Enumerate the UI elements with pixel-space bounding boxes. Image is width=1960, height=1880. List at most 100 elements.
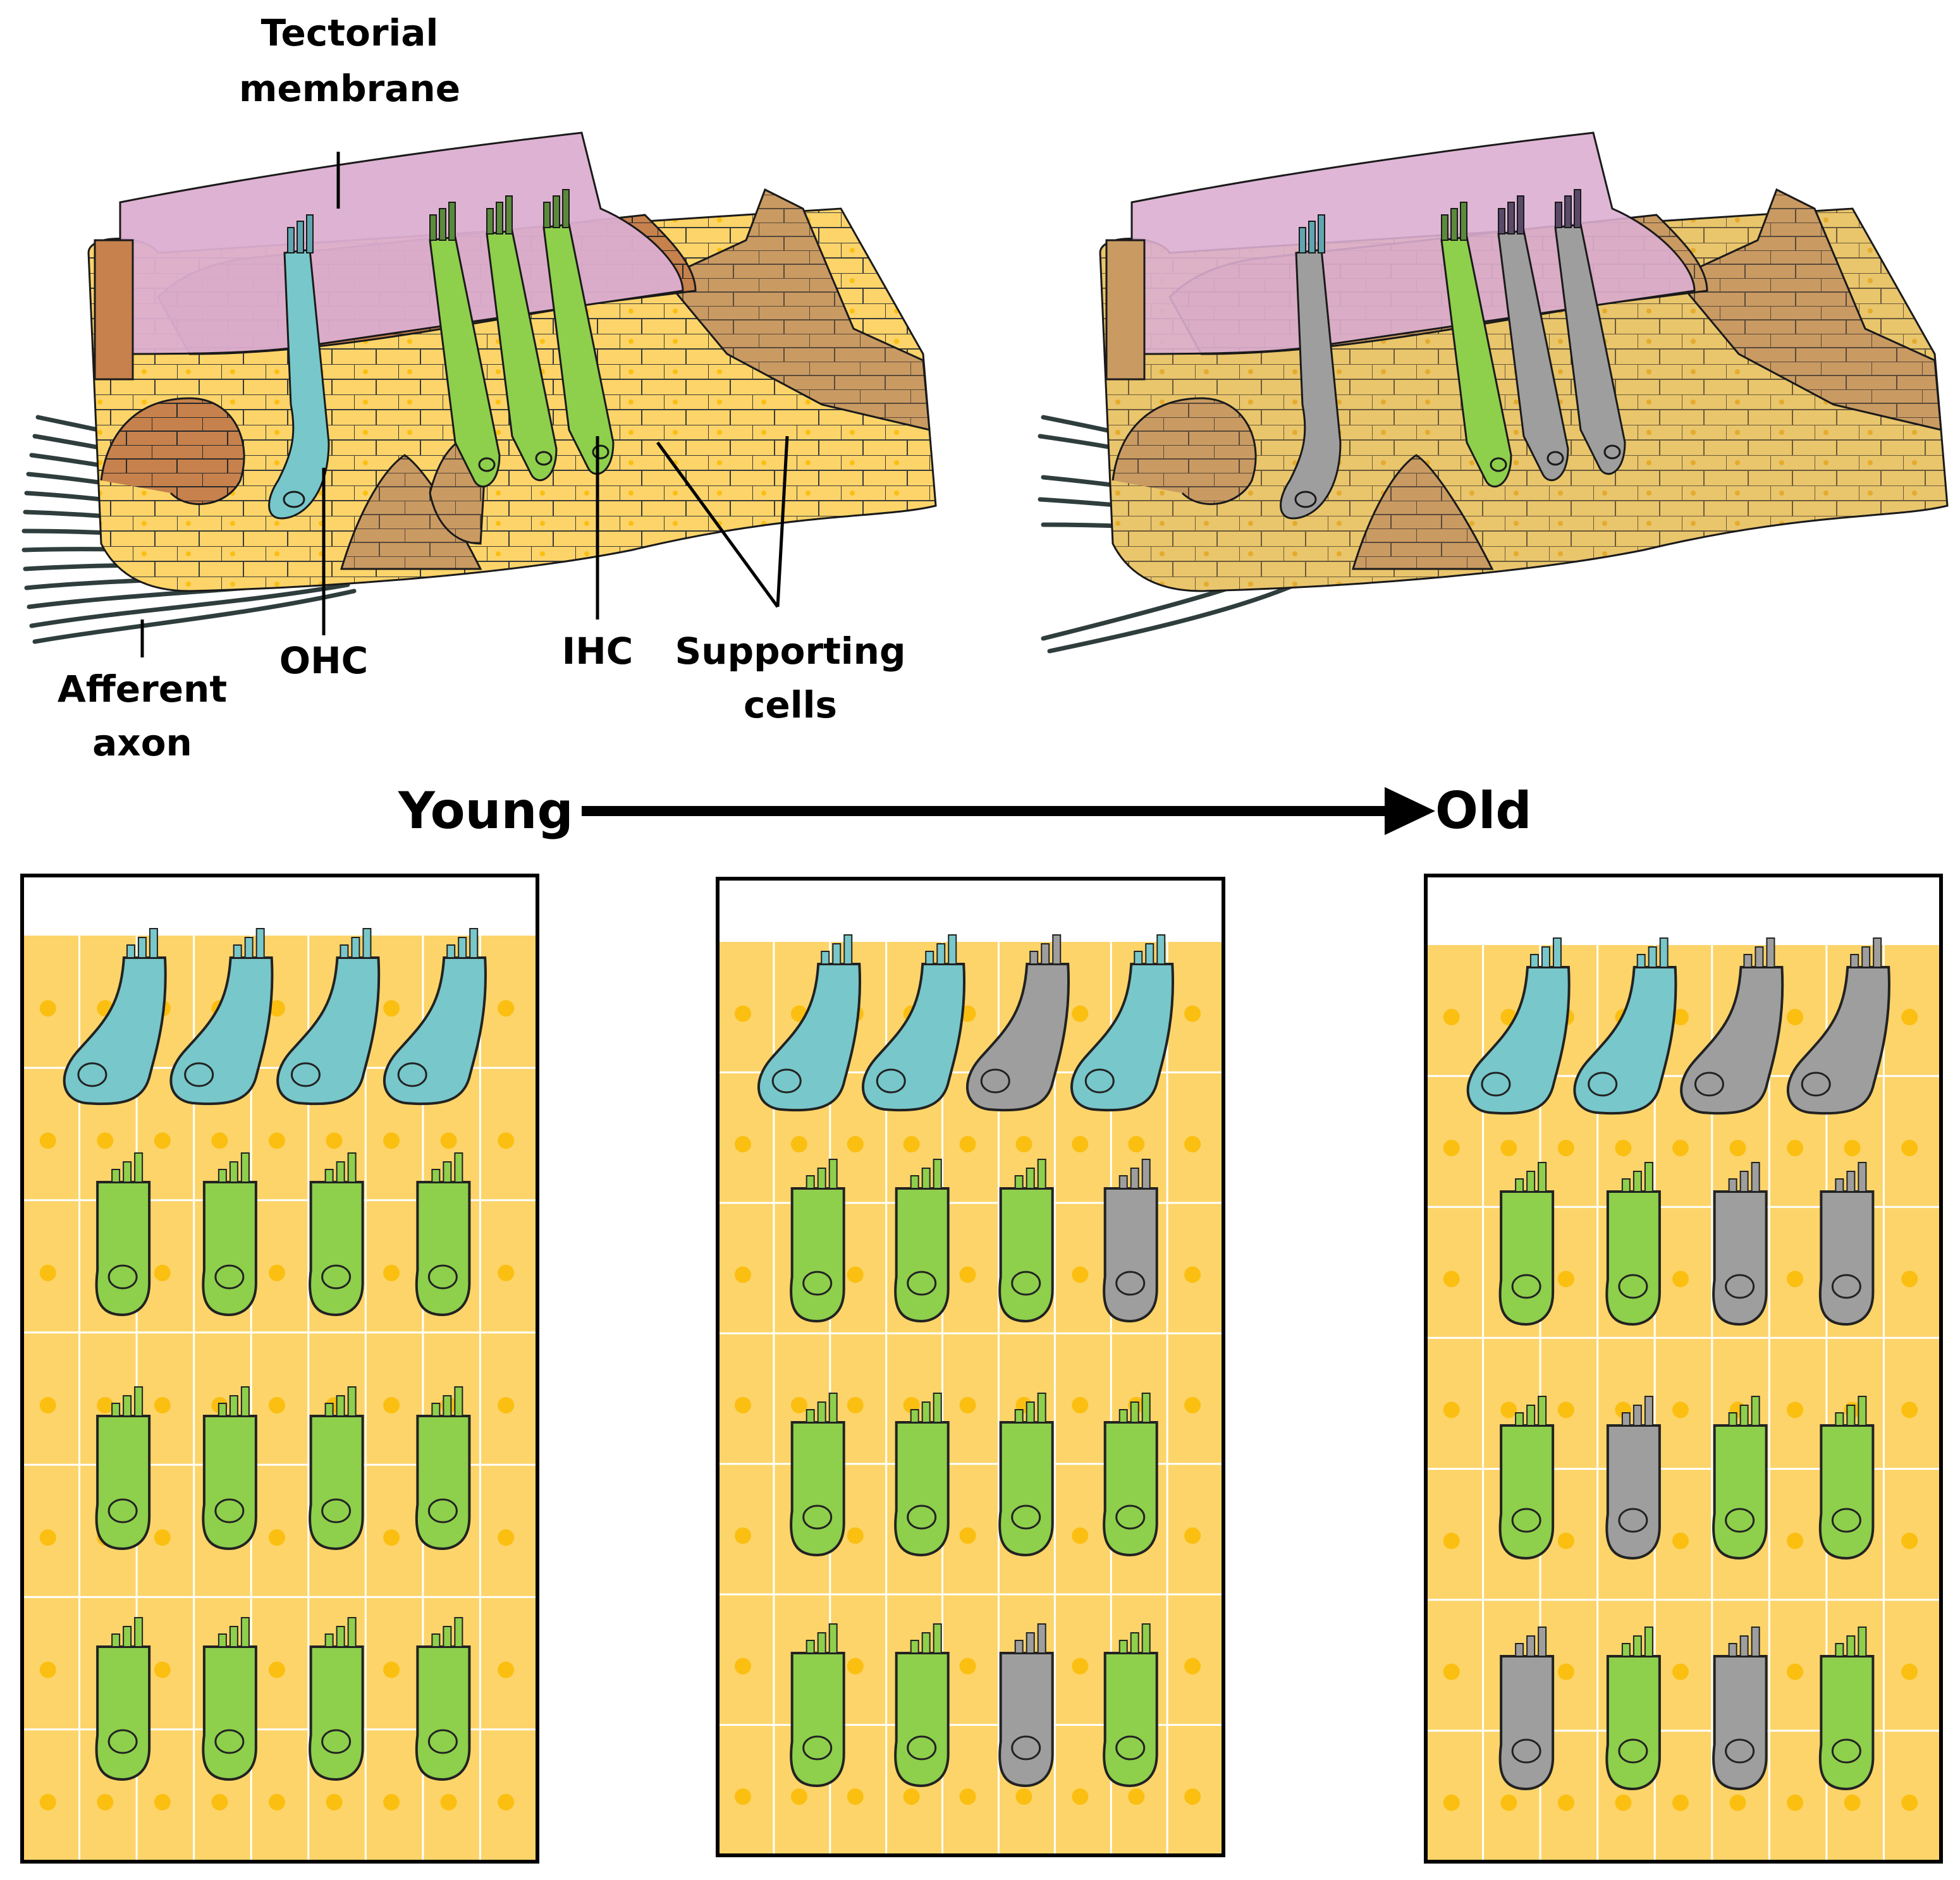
label-tectorial-line2: membrane xyxy=(239,67,460,110)
supporting-nucleus xyxy=(1015,1788,1032,1805)
age-axis: Young Old xyxy=(398,781,1532,840)
supporting-nucleus xyxy=(39,1529,56,1546)
supporting-nucleus xyxy=(959,1657,976,1675)
supporting-nucleus xyxy=(498,1000,515,1017)
supporting-nucleus xyxy=(1500,1140,1517,1157)
supporting-nucleus xyxy=(735,1266,751,1283)
supporting-nucleus xyxy=(1500,1794,1517,1811)
ihc-cell-ihc xyxy=(202,1617,257,1781)
arrow-head xyxy=(1385,787,1435,835)
supporting-nucleus xyxy=(959,1396,976,1413)
label-supporting-line2: cells xyxy=(744,683,837,726)
ohc-cell-ohc xyxy=(276,928,381,1106)
supporting-nucleus xyxy=(1672,1008,1689,1025)
supporting-nucleus xyxy=(97,1132,114,1149)
hair-cell-panels xyxy=(20,874,1943,1864)
supporting-nucleus xyxy=(1672,1401,1689,1419)
supporting-nucleus xyxy=(1184,1527,1201,1544)
organ-of-corti-young: Tectorial membrane Afferent axon OHC IHC… xyxy=(21,11,937,764)
ihc-cell-ihc xyxy=(1818,1396,1875,1560)
supporting-nucleus xyxy=(959,1266,976,1283)
inner-hair-cells-old xyxy=(1440,189,1626,487)
label-ohc: OHC xyxy=(279,639,368,682)
supporting-nucleus xyxy=(1844,1140,1861,1157)
ihc-cell-lost xyxy=(1712,1162,1768,1326)
supporting-nucleus xyxy=(1128,1135,1145,1152)
ihc-cell-ihc xyxy=(95,1152,151,1317)
supporting-nucleus xyxy=(790,1135,807,1152)
ihc-cell-lost xyxy=(1605,1396,1661,1560)
ihc-cell-ihc xyxy=(1712,1396,1768,1560)
supporting-nucleus xyxy=(383,1396,400,1413)
ihc-cell-ihc xyxy=(415,1617,471,1781)
panel-frame xyxy=(20,874,539,1864)
supporting-nucleus xyxy=(383,1264,400,1281)
ihc-cell-ihc xyxy=(309,1617,364,1781)
supporting-nucleus xyxy=(1787,1532,1804,1549)
supporting-nucleus xyxy=(790,1396,807,1413)
organ-of-corti-old xyxy=(1038,131,1949,654)
ohc-cell-lost xyxy=(1680,937,1784,1115)
supporting-nucleus xyxy=(1787,1008,1804,1025)
ihc-cell-ihc xyxy=(1818,1627,1875,1791)
panel-young xyxy=(20,874,539,1864)
ihc-cell-ihc xyxy=(790,1623,845,1788)
ihc-cell-ihc xyxy=(894,1159,950,1323)
supporting-nucleus xyxy=(1557,1401,1574,1419)
supporting-nucleus xyxy=(498,1396,515,1413)
supporting-nucleus xyxy=(39,1793,56,1810)
supporting-nucleus xyxy=(154,1529,171,1546)
hensen-ridge xyxy=(662,188,931,431)
ihc-cell-ihc xyxy=(95,1617,151,1781)
supporting-nucleus xyxy=(1443,1401,1460,1419)
supporting-nucleus xyxy=(903,1788,920,1805)
supporting-nucleus xyxy=(1615,1140,1632,1157)
supporting-nucleus xyxy=(1072,1005,1089,1022)
supporting-nucleus xyxy=(154,1132,171,1149)
ohc-cell-ohc xyxy=(169,928,274,1106)
ihc-cell-ihc xyxy=(998,1159,1054,1323)
supporting-nucleus xyxy=(1901,1401,1918,1419)
supporting-nucleus xyxy=(1787,1663,1804,1680)
label-afferent-line1: Afferent xyxy=(58,668,227,711)
supporting-nucleus xyxy=(1184,1135,1201,1152)
supporting-nucleus xyxy=(1672,1663,1689,1680)
spiral-limbus-old xyxy=(1112,397,1257,505)
supporting-nucleus xyxy=(39,1000,56,1017)
ohc-cell-ohc xyxy=(757,934,861,1112)
ihc-cell-ihc xyxy=(790,1159,845,1323)
supporting-nucleus xyxy=(498,1529,515,1546)
supporting-nucleus xyxy=(1072,1266,1089,1283)
supporting-nucleus xyxy=(735,1657,751,1675)
supporting-nucleus xyxy=(1184,1005,1201,1022)
ohc-cell-lost xyxy=(965,934,1070,1112)
supporting-nucleus xyxy=(1557,1532,1574,1549)
supporting-nucleus xyxy=(790,1788,807,1805)
ihc-cell-ihc xyxy=(894,1623,950,1788)
supporting-nucleus xyxy=(383,1529,400,1546)
supporting-nucleus xyxy=(1557,1271,1574,1288)
tectorial-membrane xyxy=(119,131,684,355)
ohc-cell-ohc xyxy=(383,928,487,1106)
supporting-nucleus xyxy=(1729,1140,1746,1157)
supporting-nucleus xyxy=(735,1005,751,1022)
supporting-nucleus xyxy=(383,1793,400,1810)
supporting-nucleus xyxy=(268,1529,285,1546)
supporting-nucleus xyxy=(1443,1271,1460,1288)
supporting-nucleus xyxy=(326,1793,343,1810)
supporting-nucleus xyxy=(735,1396,751,1413)
supporting-nucleus xyxy=(1184,1788,1201,1805)
ihc-cell-ihc xyxy=(1103,1623,1158,1788)
supporting-nucleus xyxy=(1500,1401,1517,1419)
label-old: Old xyxy=(1435,781,1532,840)
supporting-nucleus xyxy=(1672,1794,1689,1811)
supporting-nucleus xyxy=(268,1264,285,1281)
ihc-cell-ihc xyxy=(1498,1396,1555,1560)
supporting-nucleus xyxy=(1901,1140,1918,1157)
supporting-nucleus xyxy=(154,1661,171,1678)
supporting-nucleus xyxy=(1184,1657,1201,1675)
tunnel-of-corti-old xyxy=(1351,454,1494,570)
ihc-cell-ihc xyxy=(415,1152,471,1317)
supporting-nucleus xyxy=(1787,1140,1804,1157)
ihc-cell-lost xyxy=(1712,1627,1768,1791)
